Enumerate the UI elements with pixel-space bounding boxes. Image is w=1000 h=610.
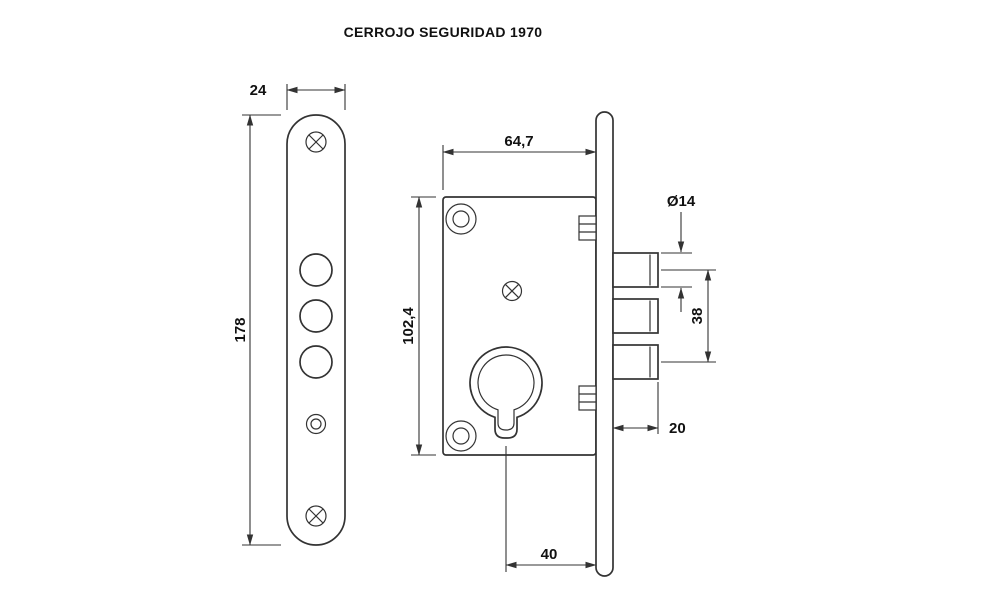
dim-label-case-height: 102,4 — [400, 307, 417, 345]
dim-label-bolt-throw: 20 — [669, 420, 686, 437]
bolts — [612, 252, 659, 380]
faceplate-outline — [286, 114, 346, 546]
dim-case-width: 64,7 — [442, 133, 597, 190]
front-plate-view — [286, 114, 346, 546]
dim-backset: 40 — [505, 446, 597, 572]
bolt-hole-1 — [299, 253, 333, 287]
dim-bolt-spacing: 38 — [661, 269, 716, 363]
dim-label-backset: 40 — [541, 546, 558, 563]
dim-plate-height: 178 — [232, 114, 281, 546]
dimension-annotations: 24 178 64,7 102,4 Ø14 — [232, 82, 716, 572]
center-screw — [501, 280, 523, 302]
drawing-title: CERROJO SEGURIDAD 1970 — [344, 24, 543, 40]
screw-bottom — [305, 505, 327, 527]
bolt-hole-2 — [299, 299, 333, 333]
case-hole-top — [445, 203, 477, 235]
dim-bolt-throw: 20 — [612, 382, 686, 437]
bolt-hole-3 — [299, 345, 333, 379]
dim-label-plate-height: 178 — [232, 317, 249, 342]
cylinder-profile — [469, 346, 543, 439]
dim-bolt-diameter: Ø14 — [661, 193, 696, 312]
dim-label-bolt-diameter: Ø14 — [667, 193, 696, 210]
dim-case-height: 102,4 — [400, 196, 436, 456]
dim-plate-width: 24 — [250, 82, 346, 110]
screw-top — [305, 131, 327, 153]
forend-outline — [595, 111, 614, 577]
dim-label-case-width: 64,7 — [504, 133, 533, 150]
bolt-2 — [612, 298, 659, 334]
dim-label-bolt-spacing: 38 — [689, 308, 706, 325]
case-hole-bottom — [445, 420, 477, 452]
fixing-tab-top — [578, 215, 597, 241]
fixing-tab-bottom — [578, 385, 597, 411]
lock-case-view — [442, 111, 659, 577]
bolt-3 — [612, 344, 659, 380]
bolt-1 — [612, 252, 659, 288]
pin-hole — [305, 413, 327, 435]
dim-label-plate-width: 24 — [250, 82, 267, 99]
